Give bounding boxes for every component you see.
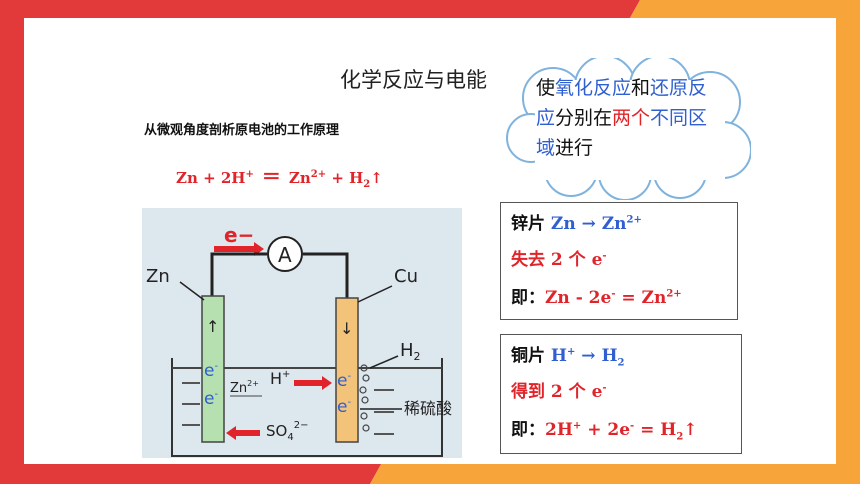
copper-line-3: 即：2H+ + 2e- = H2↑ bbox=[511, 420, 698, 443]
zinc-up-arrow: ↑ bbox=[206, 317, 219, 336]
copper-reaction: H+ → H2 bbox=[550, 346, 625, 369]
cloud-two: 两个 bbox=[612, 107, 651, 129]
copper-line-1: 铜片 H+ → H2 bbox=[511, 341, 625, 368]
cloud-word: 进行 bbox=[555, 137, 594, 159]
cloud-regions: 不同区域 bbox=[536, 107, 708, 159]
copper-electron-1: e- bbox=[337, 371, 351, 391]
zinc-line-1: 锌片 Zn → Zn2+ bbox=[511, 209, 642, 234]
eq-right2: + H bbox=[326, 169, 364, 187]
hydrogen-pointer bbox=[369, 355, 399, 369]
reaction-equation: Zn + 2H+ ＝ Zn2+ + H2↑ bbox=[176, 162, 383, 190]
zinc-reaction: Zn → Zn2+ bbox=[550, 214, 642, 234]
copper-label: Cu bbox=[394, 266, 418, 287]
solution-lines bbox=[182, 382, 394, 435]
zinc-line-2: 失去 2 个 e- bbox=[511, 250, 607, 270]
cloud-oxidation: 氧化反应 bbox=[555, 77, 632, 99]
eq-left-sup: + bbox=[245, 169, 254, 180]
ammeter-label: A bbox=[278, 243, 292, 267]
electron-flow-arrow bbox=[214, 242, 264, 256]
copper-plate bbox=[335, 297, 359, 443]
copper-line-2: 得到 2 个 e- bbox=[511, 382, 607, 402]
zinc-explanation-box: 锌片 Zn → Zn2+ 失去 2 个 e- 即：Zn - 2e- = Zn2+ bbox=[500, 202, 738, 320]
wire-right bbox=[303, 252, 349, 300]
section-subtitle: 从微观角度剖析原电池的工作原理 bbox=[144, 123, 340, 138]
eq-left: Zn + 2H bbox=[176, 169, 246, 187]
wire-left bbox=[210, 252, 267, 300]
hplus-ion: H+ bbox=[270, 369, 290, 388]
cloud-reduction: 还原反应 bbox=[536, 77, 708, 129]
eq-arrow: ↑ bbox=[370, 169, 383, 187]
cloud-word: 使 bbox=[536, 77, 556, 99]
eq-right1: Zn bbox=[288, 169, 311, 187]
hplus-arrow bbox=[294, 376, 332, 390]
zinc-line-3: 即：Zn - 2e- = Zn2+ bbox=[511, 288, 682, 308]
hydrogen-label: H2 bbox=[400, 340, 421, 363]
zinc-electron-1: e- bbox=[204, 361, 218, 381]
eq-right1-sup: 2+ bbox=[310, 169, 327, 180]
cloud-word: 分别在 bbox=[555, 107, 613, 129]
cloud-word: 和 bbox=[631, 77, 651, 99]
zinc-plate-name: 锌片 bbox=[511, 214, 551, 234]
slide-title: 化学反应与电能 bbox=[340, 68, 487, 92]
sulfate-arrow bbox=[226, 426, 260, 440]
zinc-electron-2: e- bbox=[204, 389, 218, 409]
copper-plate-name: 铜片 bbox=[511, 346, 551, 366]
galvanic-cell-diagram: e− A ↑ e- e- ↓ e- e- Zn Cu H2 稀硫酸 H+ Zn2… bbox=[142, 208, 462, 458]
sulfate-ion: SO42− bbox=[266, 420, 308, 443]
cloud-callout bbox=[506, 58, 751, 200]
electron-flow-label: e− bbox=[224, 223, 254, 247]
cloud-text: 使氧化反应和还原反应分别在两个不同区域进行 bbox=[536, 73, 716, 163]
hydrogen-bubbles bbox=[359, 364, 370, 432]
eq-sign: ＝ bbox=[261, 166, 281, 188]
zinc-label: Zn bbox=[146, 266, 170, 287]
copper-down-arrow: ↓ bbox=[340, 319, 353, 338]
acid-label: 稀硫酸 bbox=[404, 399, 452, 418]
zinc-ion: Zn2+ bbox=[230, 379, 259, 396]
copper-electron-2: e- bbox=[337, 397, 351, 417]
ammeter bbox=[267, 236, 303, 272]
copper-pointer bbox=[357, 285, 393, 303]
eq-right2-sub: 2 bbox=[363, 179, 371, 190]
copper-explanation-box: 铜片 H+ → H2 得到 2 个 e- 即：2H+ + 2e- = H2↑ bbox=[500, 334, 742, 454]
zinc-plate bbox=[201, 295, 225, 443]
beaker bbox=[171, 358, 443, 457]
zinc-pointer bbox=[179, 281, 205, 301]
